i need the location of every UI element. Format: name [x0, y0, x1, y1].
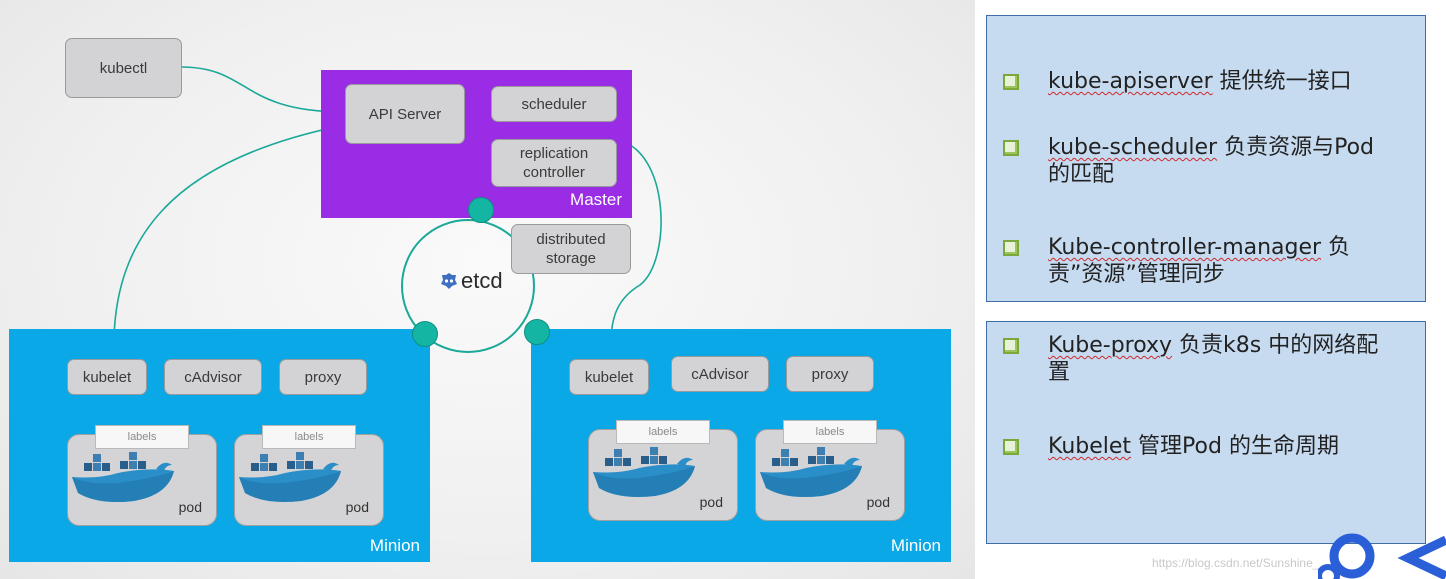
node-notes-box: Kube-proxy 负责k8s 中的网络配置 Kubelet 管理Pod 的生… [986, 321, 1426, 544]
storage-line2: storage [545, 250, 597, 267]
checkbox-bullet-icon [1003, 140, 1019, 156]
description: 负责资源与Pod的匹配 [1048, 135, 1374, 187]
k8s-architecture-diagram: kubectl API Server scheduler replication… [0, 0, 975, 579]
description: 负责k8s 中的网络配置 [1048, 333, 1379, 385]
connection-lines [107, 66, 662, 365]
minion-node-2: kubelet cAdvisor proxy labels pod labels [531, 329, 951, 562]
proxy-box: proxy [786, 356, 874, 392]
minion-label: Minion [890, 536, 941, 555]
minion-node-1: kubelet cAdvisor proxy labels pod labels [9, 329, 430, 562]
api-server-box: API Server [345, 84, 465, 144]
replication-controller-box: replication controller [491, 139, 617, 187]
etcd-text: etcd [461, 268, 503, 293]
cadvisor-label: cAdvisor [691, 365, 749, 383]
watermark-text: https://blog.csdn.net/Sunshine_ [1152, 556, 1320, 570]
proxy-label: proxy [811, 365, 849, 383]
cadvisor-box: cAdvisor [164, 359, 262, 395]
cadvisor-label: cAdvisor [184, 368, 242, 386]
pod-label: pod [866, 494, 890, 510]
list-item: kube-scheduler 负责资源与Pod的匹配 [1003, 134, 1413, 188]
pod-labels-tag: labels [95, 425, 189, 449]
term: Kubelet [1048, 434, 1132, 459]
replication-controller-line1: replication [519, 145, 589, 162]
kubelet-box: kubelet [67, 359, 147, 395]
storage-line1: distributed [536, 231, 606, 248]
control-plane-notes-box: kube-apiserver 提供统一接口 kube-scheduler 负责资… [986, 15, 1426, 302]
etcd-ring [401, 219, 535, 353]
list-item: Kube-controller-manager 负责”资源”管理同步 [1003, 234, 1413, 288]
checkbox-bullet-icon [1003, 240, 1019, 256]
pod: labels pod [588, 420, 738, 521]
pod: labels pod [755, 420, 905, 521]
list-item: Kubelet 管理Pod 的生命周期 [1003, 433, 1413, 460]
master-label: Master [570, 190, 622, 209]
checkbox-bullet-icon [1003, 74, 1019, 90]
api-to-minion1-line [107, 124, 346, 365]
master-node: API Server scheduler replication control… [321, 70, 632, 218]
rc-to-minion2-line [603, 139, 662, 365]
scheduler-label: scheduler [521, 95, 587, 113]
pod: labels pod [67, 425, 217, 526]
pod-label: pod [178, 499, 202, 515]
pod: labels pod [234, 425, 384, 526]
description: 提供统一接口 [1212, 69, 1352, 94]
proxy-label: proxy [304, 368, 342, 386]
pod-label: pod [345, 499, 369, 515]
docker-whale-icon [72, 452, 174, 502]
pod-labels-tag: labels [616, 420, 710, 444]
pod-labels-tag: labels [783, 420, 877, 444]
term: kube-apiserver [1048, 69, 1213, 94]
api-server-label: API Server [368, 105, 442, 123]
kubectl-to-api-line [180, 66, 346, 113]
list-item: Kube-proxy 负责k8s 中的网络配置 [1003, 332, 1413, 386]
checkbox-bullet-icon [1003, 439, 1019, 455]
description: 负责”资源”管理同步 [1048, 235, 1351, 287]
checkbox-bullet-icon [1003, 338, 1019, 354]
kubelet-label: kubelet [584, 368, 634, 386]
term: Kube-proxy [1048, 333, 1173, 358]
kubelet-label: kubelet [82, 368, 132, 386]
kubelet-box: kubelet [569, 359, 649, 395]
kubectl-label: kubectl [99, 59, 148, 77]
kubectl-box: kubectl [65, 38, 182, 98]
etcd-icon [441, 273, 457, 289]
etcd-connector-node [524, 319, 550, 345]
docker-whale-icon [760, 447, 862, 497]
list-item: kube-apiserver 提供统一接口 [1003, 68, 1413, 95]
etcd-label: etcd [440, 268, 503, 294]
cadvisor-box: cAdvisor [671, 356, 769, 392]
scheduler-box: scheduler [491, 86, 617, 122]
etcd-connector-node [412, 321, 438, 347]
etcd-connector-node [468, 197, 494, 223]
decorative-shapes-icon [1318, 533, 1446, 579]
proxy-box: proxy [279, 359, 367, 395]
replication-controller-line2: controller [523, 164, 585, 181]
description: 管理Pod 的生命周期 [1131, 434, 1339, 459]
docker-whale-icon [239, 452, 341, 502]
term: kube-scheduler [1048, 135, 1218, 160]
term: Kube-controller-manager [1048, 235, 1322, 260]
pod-label: pod [699, 494, 723, 510]
pod-labels-tag: labels [262, 425, 356, 449]
docker-whale-icon [593, 447, 695, 497]
distributed-storage-box: distributed storage [511, 224, 631, 274]
minion-label: Minion [369, 536, 420, 555]
